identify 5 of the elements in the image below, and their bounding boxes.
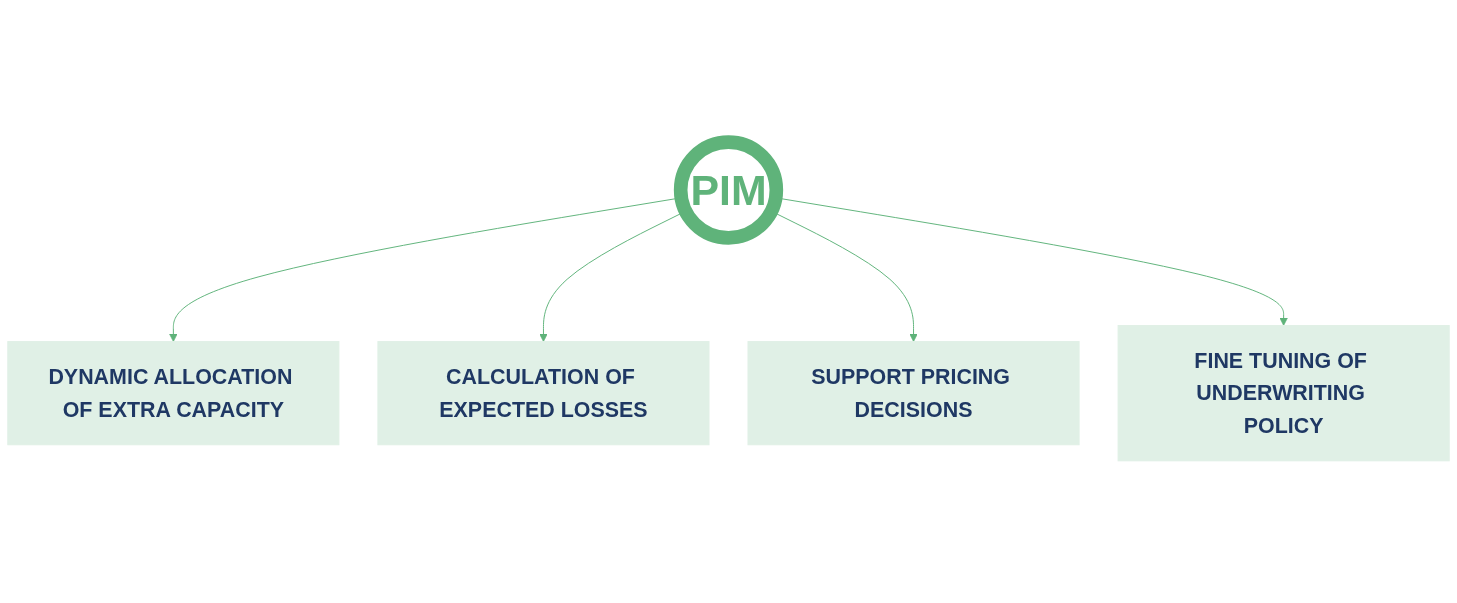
node-circle: PIM: [673, 135, 784, 245]
node-box: CALCULATION OF EXPECTED LOSSES: [377, 341, 710, 446]
node-box: DYNAMIC ALLOCATION OF EXTRA CAPACITY: [7, 341, 340, 446]
node-box: FINE TUNING OF UNDERWRITING POLICY: [1117, 325, 1450, 462]
node-box: SUPPORT PRICING DECISIONS: [747, 341, 1080, 446]
